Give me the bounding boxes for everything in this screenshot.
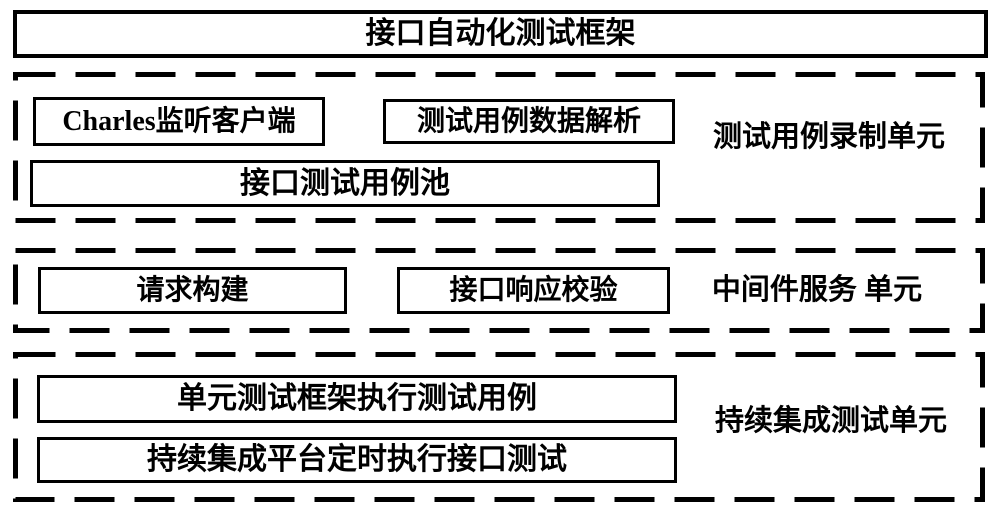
dashed-border xyxy=(13,248,985,333)
dashed-border xyxy=(13,352,985,502)
box-interface-response-verification: 接口响应校验 xyxy=(397,267,670,314)
box-unit-test-framework-executes-test-cases: 单元测试框架执行测试用例 xyxy=(37,375,677,423)
label-middleware-service-unit: 中间件服务 单元 xyxy=(711,274,923,306)
box-label: 测试用例数据解析 xyxy=(416,105,641,137)
framework-title: 接口自动化测试框架 xyxy=(365,17,636,50)
box-ci-platform-scheduled-interface-tests: 持续集成平台定时执行接口测试 xyxy=(37,437,677,483)
label-continuous-integration-test-unit: 持续集成测试单元 xyxy=(714,405,947,437)
box-label: 请求构建 xyxy=(136,274,249,306)
box-charles-monitor-client: Charles监听客户端 xyxy=(33,97,325,146)
box-label: 接口测试用例池 xyxy=(240,166,450,200)
box-request-construction: 请求构建 xyxy=(38,267,347,314)
framework-title-box: 接口自动化测试框架 xyxy=(13,10,988,58)
box-test-case-data-parsing: 测试用例数据解析 xyxy=(383,99,675,144)
section-middleware-service-unit: 请求构建 接口响应校验 中间件服务 单元 xyxy=(13,248,985,333)
section-continuous-integration-test-unit: 单元测试框架执行测试用例 持续集成平台定时执行接口测试 持续集成测试单元 xyxy=(13,352,985,502)
dashed-border xyxy=(13,72,985,223)
box-label: 持续集成平台定时执行接口测试 xyxy=(147,443,567,476)
box-label: Charles监听客户端 xyxy=(62,105,296,137)
box-label: 单元测试框架执行测试用例 xyxy=(177,382,537,415)
section-test-case-recording-unit: Charles监听客户端 测试用例数据解析 接口测试用例池 测试用例录制单元 xyxy=(13,72,985,223)
label-test-case-recording-unit: 测试用例录制单元 xyxy=(712,121,945,153)
box-label: 接口响应校验 xyxy=(449,274,618,306)
box-interface-test-case-pool: 接口测试用例池 xyxy=(30,160,660,207)
